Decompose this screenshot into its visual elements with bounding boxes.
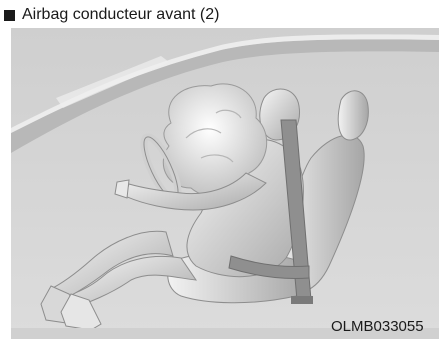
- figure-code: OLMB033055: [331, 318, 424, 335]
- square-bullet-icon: [4, 10, 15, 21]
- driver-airbag-deployed-icon: [11, 28, 439, 339]
- figure-caption: Airbag conducteur avant (2): [4, 5, 219, 25]
- caption-text: Airbag conducteur avant (2): [22, 6, 219, 24]
- belt-anchor-shape: [291, 296, 313, 304]
- airbag-illustration: [11, 28, 439, 339]
